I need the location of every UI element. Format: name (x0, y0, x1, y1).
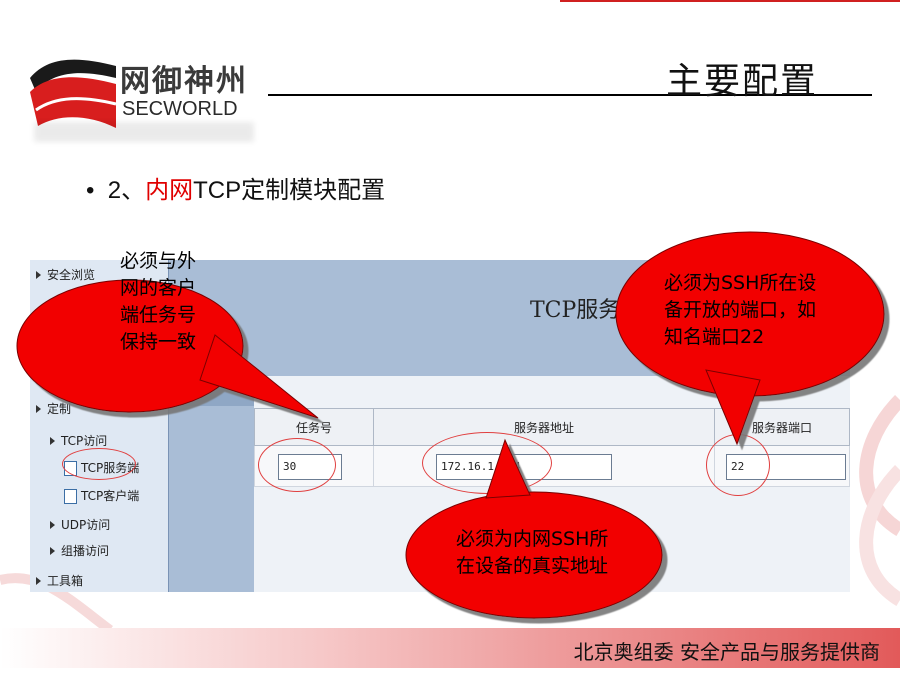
highlight-ring-task-no (258, 438, 336, 492)
decor-ribbon-right (859, 395, 900, 606)
chevron-right-icon (36, 271, 41, 279)
sidebar-item-secure-browse[interactable]: 安全浏览 (36, 266, 95, 283)
bullet-highlight: 内网 (145, 177, 194, 204)
sidebar-item-tcp-access[interactable]: TCP访问 (50, 432, 107, 449)
chevron-right-icon (36, 577, 41, 585)
callout-bottom-text: 必须为内网SSH所在设备的真实地址 (456, 528, 609, 577)
page-icon (64, 489, 77, 504)
chevron-right-icon (50, 437, 55, 445)
column-header-task-no: 任务号 (254, 408, 374, 446)
sidebar-item-custom[interactable]: 定制 (36, 400, 71, 417)
column-header-server-address: 服务器地址 (373, 408, 715, 446)
top-decor-line (560, 0, 900, 2)
bullet-dot: • (86, 177, 95, 204)
sidebar-item-toolbox[interactable]: 工具箱 (36, 572, 83, 589)
footer-slogan: 北京奥组委 安全产品与服务提供商 (573, 640, 880, 664)
sidebar-item-udp-access[interactable]: UDP访问 (50, 516, 110, 533)
footer-gradient-bar (0, 628, 900, 668)
logo-english-name: SECWORLD (122, 98, 238, 120)
sidebar-item-multicast-access[interactable]: 组播访问 (50, 542, 109, 559)
logo-chinese-name: 网御神州 (120, 64, 248, 99)
highlight-ring-tcp-server (62, 448, 136, 480)
chevron-right-icon (50, 547, 55, 555)
bullet-suffix: TCP定制模块配置 (193, 177, 386, 204)
bullet-prefix: 2、 (107, 177, 146, 204)
chevron-right-icon (50, 521, 55, 529)
title-underline (268, 94, 872, 96)
bullet-line: • 2、内网TCP定制模块配置 (86, 170, 385, 205)
callout-left-text: 必须与外网的客户端任务号保持一致 (120, 250, 197, 353)
callout-right-text: 必须为SSH所在设备开放的端口，如知名端口22 (664, 272, 817, 348)
sidebar-item-tcp-client[interactable]: TCP客户端 (64, 487, 139, 504)
chevron-right-icon (36, 405, 41, 413)
page-title: 主要配置 (666, 61, 819, 102)
table-header-row: 任务号 服务器地址 服务器端口 (254, 408, 850, 446)
secworld-logo-icon (30, 59, 117, 128)
logo-reflection (34, 122, 254, 142)
